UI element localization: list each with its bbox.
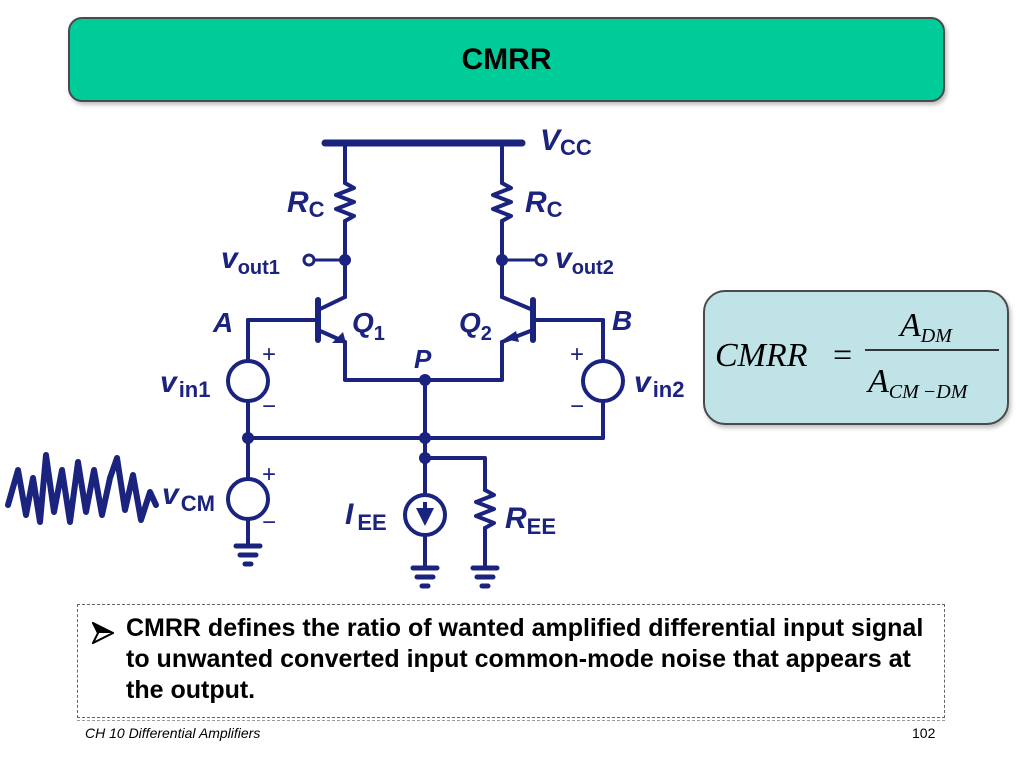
node-common-left [242,432,254,444]
footer-divider [77,720,945,721]
label-ree: REE [505,502,556,539]
terminal-vout1 [302,253,316,267]
rc-right-resistor [491,181,513,223]
label-vcc: VCC [540,124,592,160]
q2-emitter-arrow [504,331,519,342]
title-banner: CMRR [68,17,945,102]
formula-lhs: CMRR [715,337,808,374]
label-vcm: vCM [162,478,215,516]
q1-emitter-arrow [332,332,346,343]
definition-text: CMRR defines the ratio of wanted amplifi… [126,614,924,704]
arrow-bullet-icon [92,622,114,644]
vin2-minus: − [570,393,584,420]
label-vout2: vout2 [555,242,614,279]
rc-left-resistor [334,181,356,223]
node-vout1 [339,254,351,266]
footer-chapter: CH 10 Differential Amplifiers [85,725,261,741]
cmrr-formula-box: CMRR = ADM ACM −DM [703,290,1009,425]
vin2-plus: + [570,341,584,368]
node-tail-split [419,452,431,464]
ground-iee-icon [410,565,440,589]
label-rc-left: RC [287,186,325,222]
slide-title: CMRR [461,42,552,76]
label-q1: Q1 [352,307,385,345]
terminal-vout2 [534,253,548,267]
formula-numerator: ADM [898,307,953,347]
label-vin2: vin2 [634,366,684,402]
node-common-mid [419,432,431,444]
footer-page-number: 102 [912,725,936,741]
label-rc-right: RC [525,186,563,222]
vin1-plus: + [262,341,276,368]
definition-box: CMRR defines the ratio of wanted amplifi… [77,604,945,718]
differential-amplifier-circuit: VCC RC RC vout1 vout2 Q1 Q2 A B P vin1 v… [5,124,684,589]
formula-denominator: ACM −DM [866,363,969,403]
cmrr-formula: CMRR = ADM ACM −DM [715,307,999,403]
ground-ree-icon [470,565,500,589]
ground-vcm-icon [233,543,263,567]
label-node-b: B [612,305,632,336]
vcm-minus: − [262,509,276,536]
formula-equals: = [833,337,852,374]
vin2-source [581,359,625,403]
label-node-p: P [414,344,432,374]
ree-resistor [474,488,496,530]
label-vout1: vout1 [221,242,280,279]
node-vout2 [496,254,508,266]
noise-waveform [5,452,159,525]
node-p [419,374,431,386]
label-vin1: vin1 [160,366,210,402]
vin1-minus: − [262,393,276,420]
vcm-plus: + [262,461,276,488]
label-q2: Q2 [459,307,492,345]
tail-split-wire [423,456,487,492]
label-node-a: A [212,307,233,338]
iee-arrow [416,508,434,526]
